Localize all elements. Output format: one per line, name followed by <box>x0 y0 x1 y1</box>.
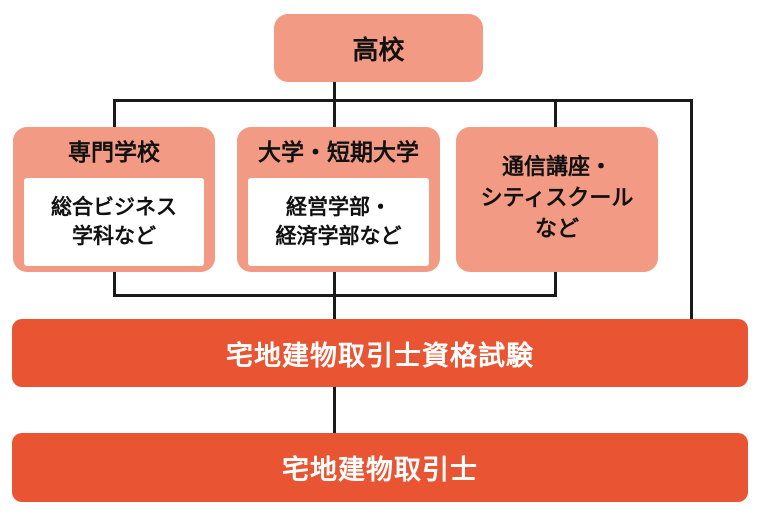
connector-highschool-down <box>332 82 336 127</box>
connector-vocational-down <box>112 272 116 297</box>
connector-university-to-exam <box>332 272 336 319</box>
university-detail: 経営学部・ 経済学部など <box>248 177 429 266</box>
university-title: 大学・短期大学 <box>258 140 419 166</box>
node-highschool: 高校 <box>274 14 483 82</box>
vocational-school-title: 専門学校 <box>68 140 160 166</box>
connector-top-horizontal <box>112 99 693 102</box>
connector-drop-correspondence <box>553 100 557 127</box>
connector-direct-to-exam <box>689 100 693 319</box>
bar-license: 宅地建物取引士 <box>12 433 748 502</box>
node-university: 大学・短期大学 経営学部・ 経済学部など <box>237 127 440 272</box>
connector-correspondence-down <box>553 272 557 297</box>
node-vocational-school: 専門学校 総合ビジネス 学科など <box>13 127 215 272</box>
vocational-school-detail: 総合ビジネス 学科など <box>24 177 204 266</box>
connector-exam-to-license <box>332 387 336 433</box>
bar-qualification-exam: 宅地建物取引士資格試験 <box>12 319 748 387</box>
node-correspondence-course: 通信講座・ シティスクール など <box>456 127 658 272</box>
connector-drop-vocational <box>112 100 116 127</box>
